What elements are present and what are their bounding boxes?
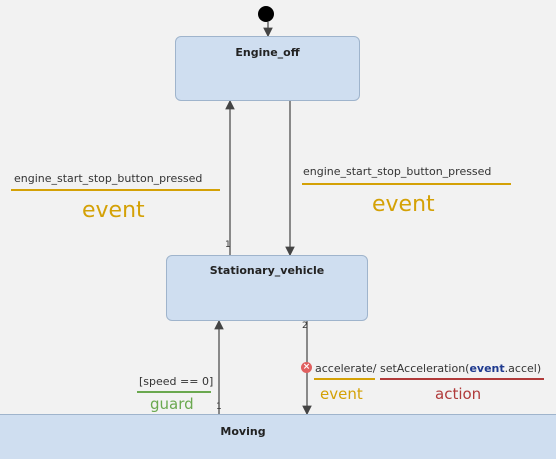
state-stationary-vehicle[interactable]: Stationary_vehicle (166, 255, 368, 321)
accelerate-event-tag: event (320, 385, 363, 403)
priority-number-lower-right: 2 (302, 321, 308, 331)
action-prefix: setAcceleration( (380, 362, 470, 375)
state-engine-off-label: Engine_off (235, 46, 300, 59)
error-icon[interactable]: × (301, 362, 312, 373)
state-moving-label: Moving (220, 425, 266, 438)
accelerate-underline (314, 378, 375, 380)
accelerate-trigger-label[interactable]: accelerate/ (315, 362, 377, 375)
state-engine-off[interactable]: Engine_off (175, 36, 360, 101)
right-trigger-underline (302, 183, 511, 185)
action-underline (380, 378, 544, 380)
guard-condition-label[interactable]: [speed == 0] (139, 375, 214, 388)
guard-underline (137, 391, 211, 393)
state-stationary-label: Stationary_vehicle (209, 264, 325, 277)
action-tag: action (435, 385, 482, 403)
set-acceleration-action[interactable]: setAcceleration(event.accel) (380, 362, 541, 375)
left-trigger-underline (11, 189, 220, 191)
left-event-tag: event (82, 198, 145, 223)
guard-tag: guard (150, 395, 194, 413)
action-keyword: event (469, 362, 505, 375)
action-suffix: .accel) (504, 362, 542, 375)
state-moving[interactable]: Moving (0, 414, 556, 459)
priority-number-lower-left: 1 (216, 402, 222, 412)
initial-node (258, 6, 274, 22)
right-event-tag: event (372, 192, 435, 217)
priority-number-upper: 1 (225, 240, 231, 250)
left-trigger-label[interactable]: engine_start_stop_button_pressed (14, 172, 203, 185)
right-trigger-label[interactable]: engine_start_stop_button_pressed (303, 165, 492, 178)
